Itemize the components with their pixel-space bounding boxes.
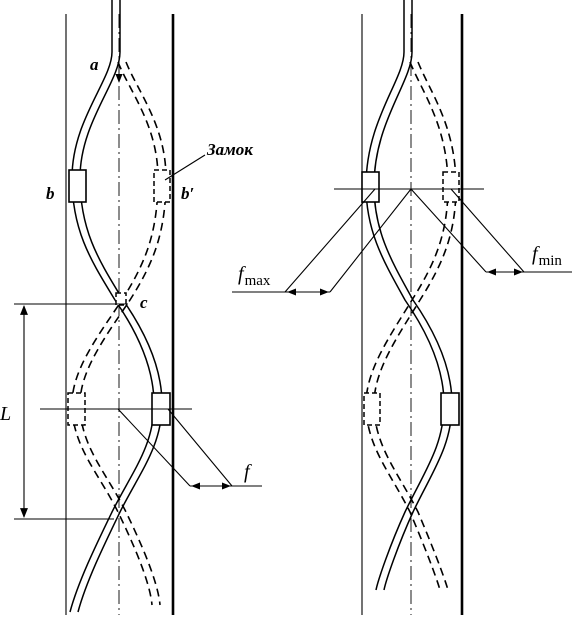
right-clamp-box-upper <box>361 171 380 203</box>
label-f-min: fmin <box>532 243 562 269</box>
label-b-prime: b′ <box>181 184 194 203</box>
right-rope-outer <box>365 0 445 591</box>
fmin-construction-line-1 <box>410 188 487 273</box>
label-f-min-sub: min <box>539 253 563 269</box>
right-figure <box>232 0 572 615</box>
clamp-box-b <box>68 169 87 203</box>
right-clamp-box-lower-dashed <box>363 392 381 426</box>
clamp-box-c <box>115 292 127 306</box>
left-rope-inner <box>77 0 163 613</box>
label-f-min-base: f <box>532 243 540 265</box>
label-zamok: Замок <box>206 140 253 159</box>
f-construction-line-1 <box>117 408 191 487</box>
label-b: b <box>46 184 55 203</box>
label-f-max-sub: max <box>245 273 271 289</box>
zamok-leader-line <box>164 154 206 181</box>
label-f-max: fmax <box>238 263 271 289</box>
right-rope-inner <box>373 0 453 591</box>
label-c: c <box>140 293 148 312</box>
fmax-construction-line-2 <box>329 188 412 293</box>
label-a: a <box>90 55 99 74</box>
right-dashed-rope-inner <box>373 61 457 591</box>
fmin-construction-line-2 <box>450 188 525 273</box>
clamp-box-b-prime <box>153 169 171 203</box>
right-clamp-box-lower <box>440 392 460 426</box>
label-L: L <box>0 403 11 425</box>
left-rope-outer <box>69 0 155 613</box>
label-f-max-base: f <box>238 263 246 285</box>
left-dashed-rope-inner <box>79 61 167 606</box>
right-dashed-rope-outer <box>365 61 449 591</box>
right-clamp-box-upper-dashed <box>442 171 460 203</box>
left-figure <box>14 0 262 615</box>
f-construction-line-2 <box>167 408 233 487</box>
label-f: f <box>244 461 252 483</box>
fmax-construction-line-1 <box>284 188 376 293</box>
left-dashed-rope-outer <box>71 61 159 606</box>
